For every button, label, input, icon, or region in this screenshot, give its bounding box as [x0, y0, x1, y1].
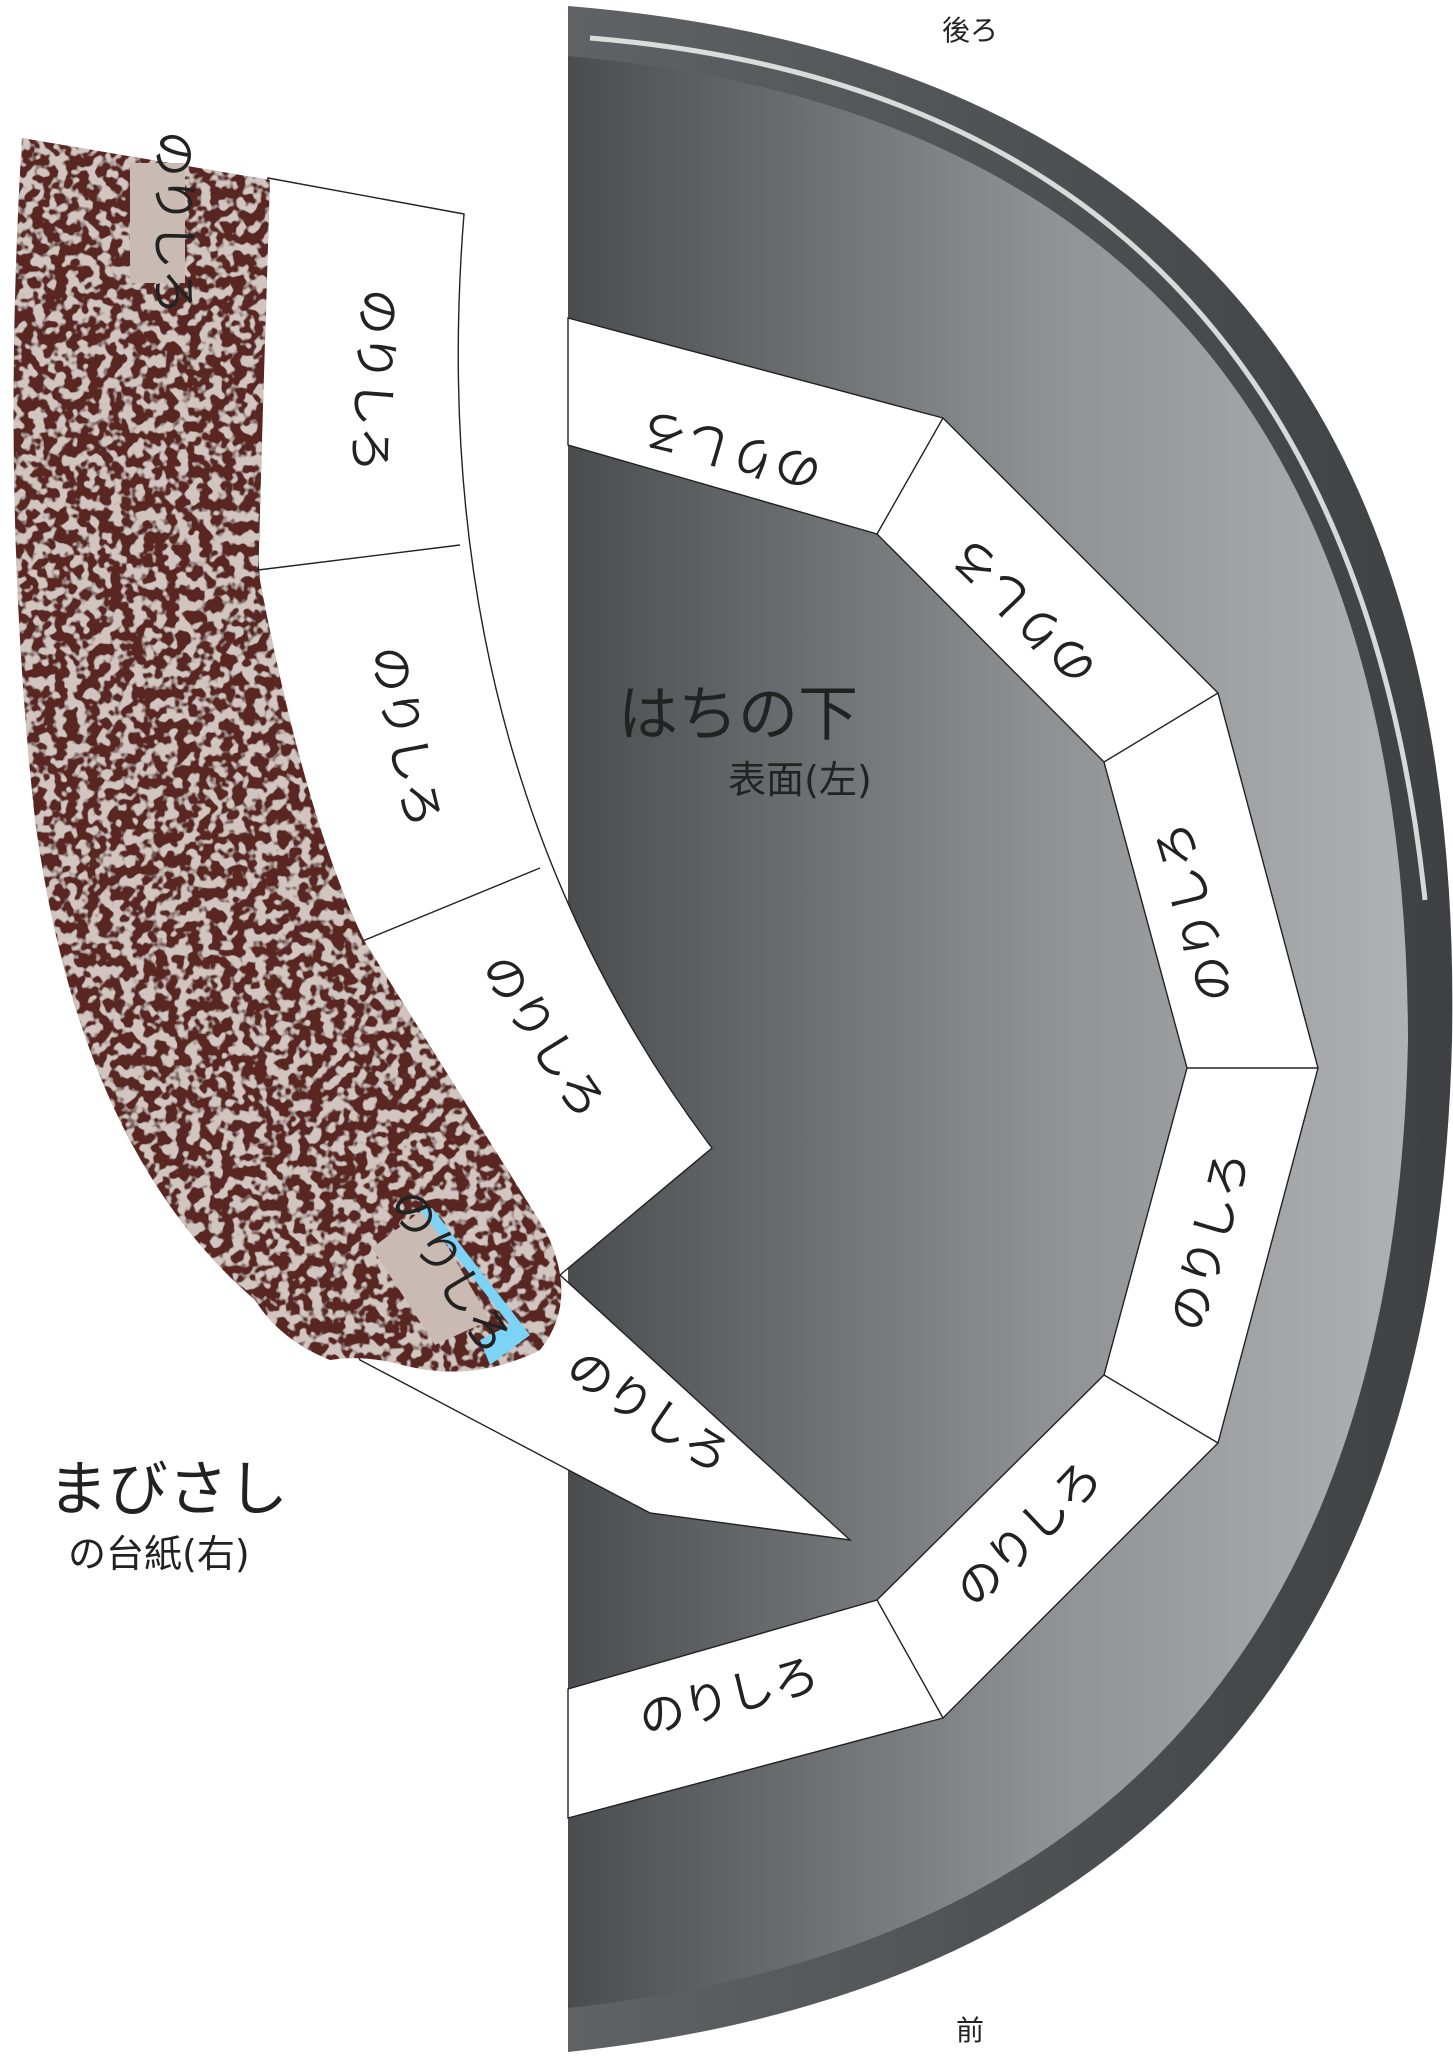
mabisashi-cyan-strip [420, 1208, 530, 1365]
mabisashi-glue-patch-top-label: のりしろ [147, 131, 201, 315]
direction-back: 後ろ [942, 14, 998, 47]
mabisashi-tab-1: のりしろ [342, 288, 406, 475]
hachi-rim-highlight [589, 35, 1428, 901]
mabisashi-glue-patch-bottom [372, 1208, 490, 1345]
hachi-tab-dividers [876, 417, 1318, 1719]
mabisashi-subtitle: の台紙(右) [68, 1532, 250, 1576]
mabisashi-strip [13, 138, 562, 1372]
mabisashi-piece: のりしろ のりしろ のりしろ のりしろ のりしろ のりしろ まびさし の台紙(右… [13, 131, 853, 1576]
hachi-subtitle: 表面(左) [728, 758, 872, 802]
mabisashi-glue-patch-top [130, 163, 185, 283]
hachi-center [567, 317, 1319, 1819]
mabisashi-tab-dividers [257, 544, 541, 943]
hachi-title: はちの下 [618, 680, 858, 750]
hachi-piece: のりしろ のりしろ のりしろ のりしろ のりしろ のりしろ はちの下 表面(左) [567, 6, 1453, 2052]
mabisashi-title: まびさし [48, 1455, 288, 1525]
direction-front: 前 [956, 2014, 984, 2047]
